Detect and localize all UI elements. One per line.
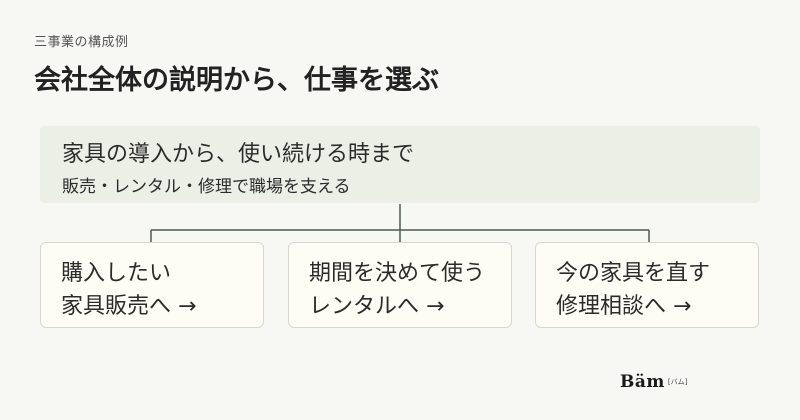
card-rental-title: 期間を決めて使う [309, 261, 486, 286]
card-rental[interactable]: 期間を決めて使う レンタルへ → [288, 242, 512, 328]
banner-headline: 家具の導入から、使い続ける時まで [62, 142, 415, 167]
card-repair[interactable]: 今の家具を直す 修理相談へ → [535, 242, 759, 328]
card-sales-title: 購入したい [61, 261, 172, 286]
section-eyebrow: 三事業の構成例 [34, 35, 129, 50]
brand-logo-wordmark: Bäm [620, 372, 665, 392]
brand-logo-reading: [バム] [667, 378, 688, 386]
card-sales[interactable]: 購入したい 家具販売へ → [40, 242, 264, 328]
card-repair-link[interactable]: 修理相談へ → [556, 294, 692, 319]
page-title: 会社全体の説明から、仕事を選ぶ [34, 65, 439, 96]
card-repair-title: 今の家具を直す [556, 261, 711, 286]
card-sales-link[interactable]: 家具販売へ → [61, 294, 197, 319]
company-overview-banner: 家具の導入から、使い続ける時まで 販売・レンタル・修理で職場を支える [40, 126, 760, 203]
brand-logo: Bäm [バム] [620, 372, 687, 392]
card-rental-link[interactable]: レンタルへ → [309, 294, 445, 319]
banner-subline: 販売・レンタル・修理で職場を支える [62, 177, 351, 197]
